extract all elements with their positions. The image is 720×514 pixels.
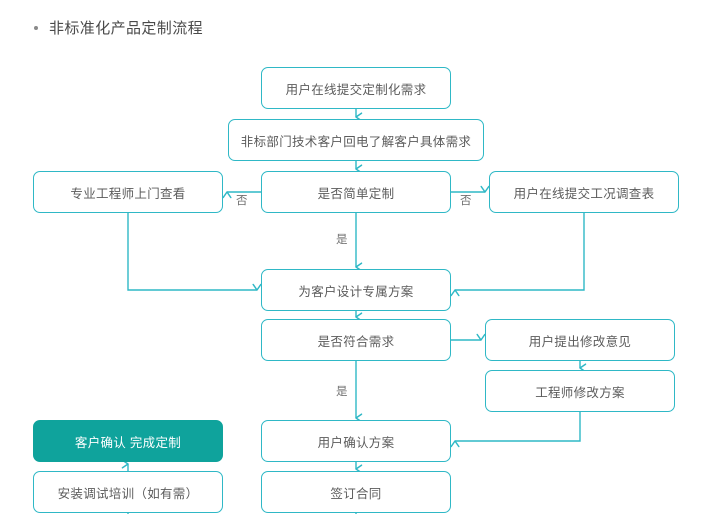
node-customer-confirm-complete[interactable]: 客户确认 完成定制 <box>33 420 223 462</box>
node-decision-meets-requirements[interactable]: 是否符合需求 <box>261 319 451 361</box>
node-decision-simple-custom[interactable]: 是否简单定制 <box>261 171 451 213</box>
edge-label-no-right: 否 <box>460 195 472 207</box>
edge-n5-n6 <box>450 213 585 297</box>
node-label: 客户确认 完成定制 <box>74 435 182 450</box>
node-label: 用户确认方案 <box>317 435 395 450</box>
node-label: 安装调试培训（如有需） <box>57 486 199 501</box>
node-label: 是否符合需求 <box>317 334 395 349</box>
node-user-submit-survey-form[interactable]: 用户在线提交工况调查表 <box>489 171 679 213</box>
bullet-dot-icon <box>34 25 38 30</box>
node-label: 非标部门技术客户回电了解客户具体需求 <box>240 134 472 149</box>
node-engineer-revise-solution[interactable]: 工程师修改方案 <box>485 370 675 412</box>
edge-label-yes-simple: 是 <box>336 234 348 246</box>
node-label: 签订合同 <box>330 486 382 501</box>
node-department-callback[interactable]: 非标部门技术客户回电了解客户具体需求 <box>228 119 484 161</box>
edge-label-no-left: 否 <box>236 195 248 207</box>
node-user-submit-request[interactable]: 用户在线提交定制化需求 <box>261 67 451 109</box>
node-user-revision-feedback[interactable]: 用户提出修改意见 <box>485 319 675 361</box>
node-label: 为客户设计专属方案 <box>298 284 414 299</box>
node-label: 用户提出修改意见 <box>528 334 632 349</box>
page-title-text: 非标准化产品定制流程 <box>49 20 204 37</box>
node-label: 用户在线提交定制化需求 <box>285 82 427 97</box>
node-design-custom-solution[interactable]: 为客户设计专属方案 <box>261 269 451 311</box>
node-engineer-onsite-visit[interactable]: 专业工程师上门查看 <box>33 171 223 213</box>
edge-n4-n6 <box>127 213 262 291</box>
edge-label-yes-match: 是 <box>336 386 348 398</box>
edge-n9-n10 <box>450 412 581 448</box>
node-installation-training[interactable]: 安装调试培训（如有需） <box>33 471 223 513</box>
node-label: 工程师修改方案 <box>535 385 625 400</box>
node-label: 用户在线提交工况调查表 <box>513 186 655 201</box>
node-label: 是否简单定制 <box>317 186 395 201</box>
node-sign-contract[interactable]: 签订合同 <box>261 471 451 513</box>
node-user-confirm-solution[interactable]: 用户确认方案 <box>261 420 451 462</box>
node-label: 专业工程师上门查看 <box>70 186 186 201</box>
page-title: 非标准化产品定制流程 <box>34 17 203 38</box>
